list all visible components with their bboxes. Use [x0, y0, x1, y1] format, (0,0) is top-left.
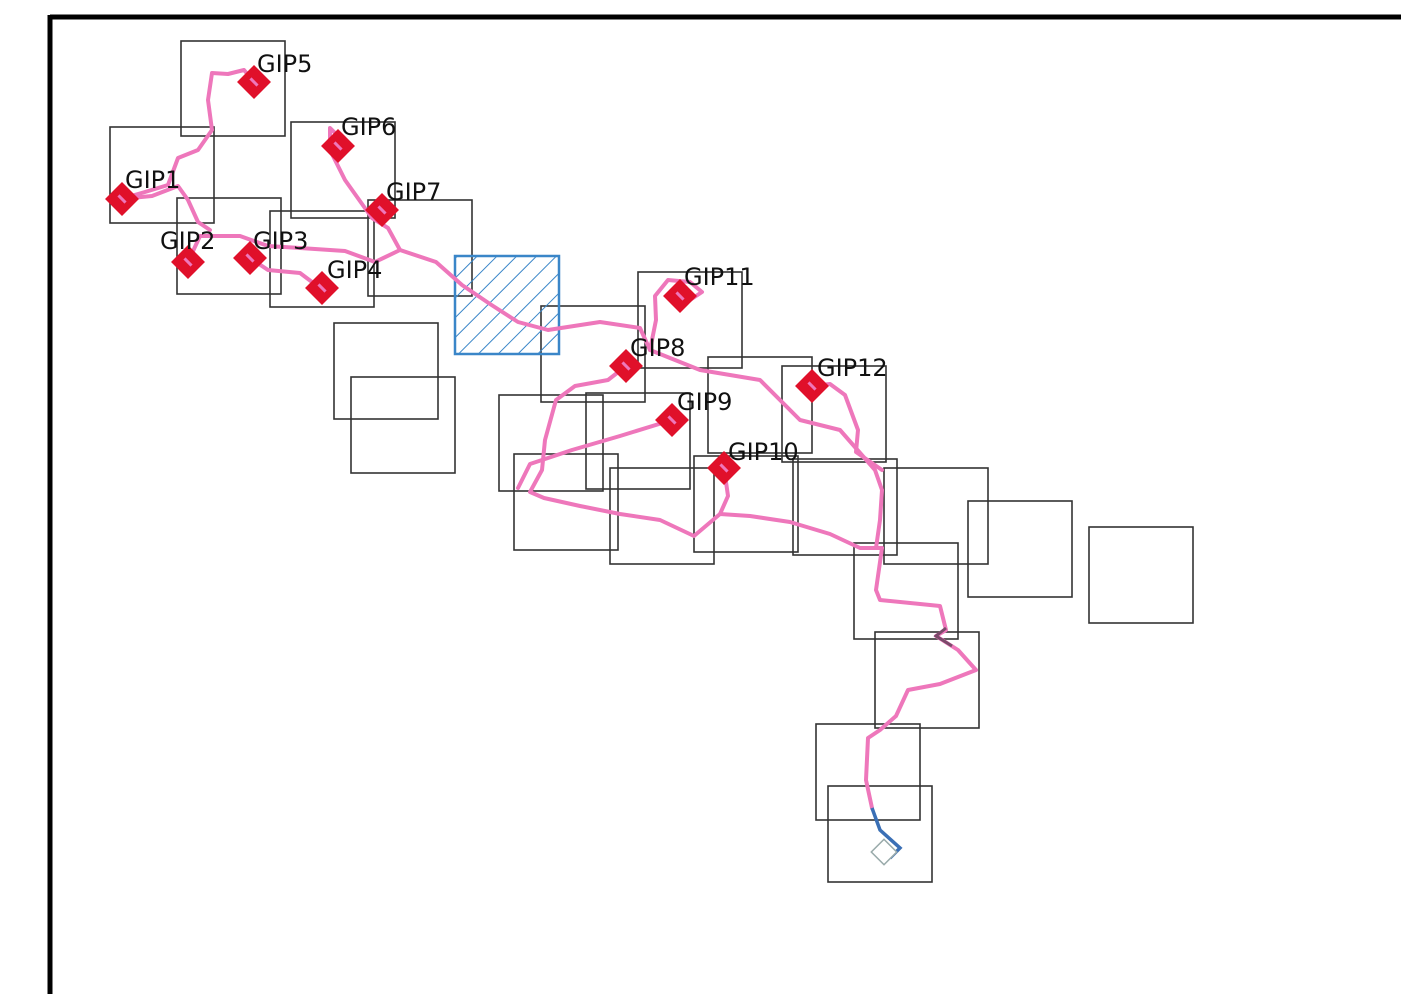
grid-box [827, 785, 933, 883]
gip-label: GIP5 [257, 50, 312, 78]
gip-labels: GIP1 GIP2 GIP3 GIP4 GIP5 GIP6 GIP7 GIP8 … [125, 50, 888, 466]
grid-box [367, 199, 473, 297]
grid-box [109, 126, 215, 224]
route-path [119, 68, 978, 810]
grid-box [815, 723, 921, 821]
gip-label: GIP6 [341, 113, 396, 141]
grid-boxes [109, 40, 1194, 883]
gip-label: GIP2 [160, 227, 215, 255]
grid-box [874, 631, 980, 729]
grid-box [1088, 526, 1194, 624]
gip-label: GIP3 [253, 227, 308, 255]
start-square-icon[interactable] [870, 838, 898, 866]
grid-box [792, 458, 898, 556]
junction-marker [933, 626, 953, 648]
grid-box [707, 356, 813, 454]
gip-label: GIP12 [817, 354, 888, 382]
grid-box [967, 500, 1073, 598]
gip-label: GIP1 [125, 166, 180, 194]
gip-label: GIP10 [728, 438, 799, 466]
gip-label: GIP8 [630, 334, 685, 362]
grid-box [290, 121, 396, 219]
map-frame-border [47, 14, 1401, 994]
gip-label: GIP4 [327, 256, 382, 284]
gip-label: GIP9 [677, 388, 732, 416]
gip-marker-icon[interactable] [105, 182, 139, 216]
highlighted-cell[interactable] [453, 254, 561, 356]
grid-box [853, 542, 959, 640]
grid-box [350, 376, 456, 474]
grid-box [585, 392, 691, 490]
grid-box [883, 467, 989, 565]
grid-box [269, 210, 375, 308]
gip-label: GIP11 [684, 263, 755, 291]
grid-box [180, 40, 286, 137]
grid-box [693, 455, 799, 553]
grid-box [781, 365, 887, 463]
grid-box [609, 467, 715, 565]
grid-box [333, 322, 439, 420]
gip-label: GIP7 [386, 178, 441, 206]
